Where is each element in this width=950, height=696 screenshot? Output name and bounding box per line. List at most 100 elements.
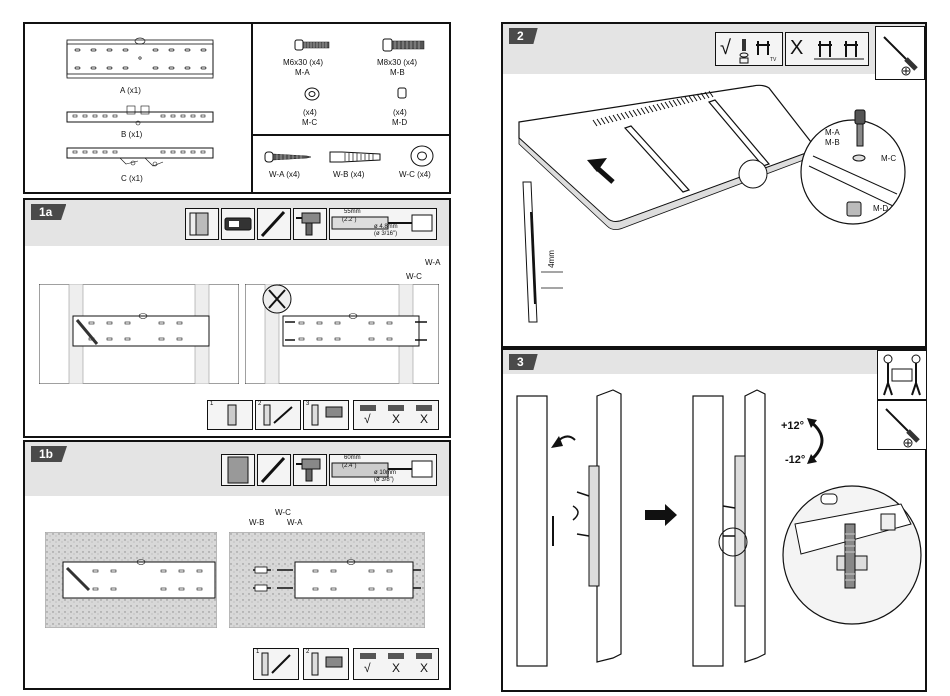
wood-stud-wall-diagram-right xyxy=(245,284,439,384)
wrong-cross-mark: X xyxy=(790,37,803,60)
tv-back-diagram xyxy=(513,82,923,346)
step-1a-number: 1a xyxy=(31,204,66,220)
pencil-icon xyxy=(257,208,291,240)
cross-mark-1a-1: X xyxy=(392,412,400,426)
two-person-lift-icon xyxy=(877,350,927,400)
m-b-size: M8x30 (x4) xyxy=(377,58,417,68)
bracket-c-label: C (x1) xyxy=(121,174,143,184)
bracket-a-illustration xyxy=(63,36,218,84)
label-w-a-1a: W-A xyxy=(425,258,440,268)
hole-check-1b: √ X X xyxy=(353,648,439,680)
substep-1a-3-number: 3 xyxy=(306,401,309,407)
check-mark-1b: √ xyxy=(364,661,371,675)
m-b-code: M-B xyxy=(390,68,405,78)
step-2-panel: 2 √ TV X M-A M-B M-C M-D 4mm xyxy=(501,22,927,348)
bracket-b-label: B (x1) xyxy=(121,130,142,140)
step-3-panel: 3 +12° -12° xyxy=(501,348,927,692)
m-d-count: (x4) xyxy=(393,108,407,118)
stud-sensor-icon xyxy=(221,208,255,240)
cross-mark-1b-2: X xyxy=(420,661,428,675)
parts-panel: A (x1) B (x1) C (x1) xyxy=(23,22,451,194)
step-1b-number: 1b xyxy=(31,446,67,462)
anchor-w-b-icon xyxy=(327,148,383,166)
screw-w-a-icon xyxy=(263,150,313,164)
gap-dimension-4mm: 4mm xyxy=(547,250,557,268)
wrong-screw-choice-icon: X xyxy=(785,32,869,66)
label-m-c-step2: M-C xyxy=(881,154,896,164)
screw-m-b-icon xyxy=(381,37,427,53)
step-3-number: 3 xyxy=(509,354,538,370)
tilt-arrow-icon xyxy=(805,416,833,466)
screwdriver-icon-step-3 xyxy=(877,400,927,450)
drill-bit-spec-icon-1b: 60mm (2.4") ø 10mm (ø 3/8") xyxy=(329,454,437,486)
hardware-m-area: M6x30 (x4) M-A M8x30 (x4) M-B (x4) M-C (… xyxy=(253,24,451,136)
drill-length-1a: 55mm xyxy=(344,209,361,215)
substep-1b-1-number: 1 xyxy=(256,649,259,655)
drill-bit-spec-icon: 55mm (2.2") ø 4.8mm (ø 3/16") xyxy=(329,208,437,240)
drill-diameter-in-1b: (ø 3/8") xyxy=(374,477,394,483)
drill-length-in-1b: (2.4") xyxy=(342,463,356,469)
label-w-b-1b: W-B xyxy=(249,518,264,528)
drill-length-in-1a: (2.2") xyxy=(342,217,356,223)
check-mark-1a: √ xyxy=(364,412,371,426)
drill-diameter-1b: ø 10mm xyxy=(374,470,396,476)
stud-finder-icon xyxy=(185,208,219,240)
concrete-wall-diagram-left xyxy=(45,532,217,628)
w-a-label: W-A (x4) xyxy=(269,170,300,180)
substep-1a-2: 2 xyxy=(255,400,301,430)
correct-screw-choice-icon: √ TV xyxy=(715,32,783,66)
hardware-w-area: W-A (x4) W-B (x4) W-C (x4) xyxy=(253,136,451,192)
screw-m-a-icon xyxy=(293,38,333,52)
substep-1b-2-number: 2 xyxy=(306,649,309,655)
substep-1a-1: 1 xyxy=(207,400,253,430)
label-m-b-step2: M-B xyxy=(825,138,840,148)
step-1a-panel: 1a 55mm (2.2") ø 4.8mm (ø 3/16") xyxy=(23,198,451,438)
pencil-icon-1b xyxy=(257,454,291,486)
correct-check-mark: √ xyxy=(720,37,731,60)
drill-icon xyxy=(293,208,327,240)
mounted-tv-diagram xyxy=(689,386,779,672)
tilt-up-label: +12° xyxy=(781,420,804,432)
wall-tv-hang-diagram xyxy=(513,386,643,672)
bracket-b-illustration xyxy=(65,104,215,130)
label-m-a-step2: M-A xyxy=(825,128,840,138)
washer-m-c-icon xyxy=(303,86,321,102)
substep-1a-3: 3 xyxy=(303,400,349,430)
bracket-a-label: A (x1) xyxy=(120,86,141,96)
m-d-code: M-D xyxy=(392,118,407,128)
label-w-a-1b: W-A xyxy=(287,518,302,528)
bracket-c-illustration xyxy=(65,144,215,172)
cross-mark-1b-1: X xyxy=(392,661,400,675)
label-m-d-step2: M-D xyxy=(873,204,888,214)
brackets-area: A (x1) B (x1) C (x1) xyxy=(25,24,253,192)
hole-check-1a: √ X X xyxy=(353,400,439,430)
substep-1b-1: 1 xyxy=(253,648,299,680)
concrete-wall-diagram-right xyxy=(229,532,425,628)
w-c-label: W-C (x4) xyxy=(399,170,431,180)
drill-icon-1b xyxy=(293,454,327,486)
drill-length-1b: 60mm xyxy=(344,455,361,461)
substep-1b-2: 2 xyxy=(303,648,349,680)
tilt-down-label: -12° xyxy=(785,454,805,466)
m-a-code: M-A xyxy=(295,68,310,78)
m-a-size: M6x30 (x4) xyxy=(283,58,323,68)
step-1b-panel: 1b 60mm (2.4") ø 10mm (ø 3/8") xyxy=(23,440,451,690)
concrete-wall-icon xyxy=(221,454,255,486)
drill-diameter-1a: ø 4.8mm xyxy=(374,224,398,230)
label-w-c-1b: W-C xyxy=(275,508,291,518)
next-step-arrow xyxy=(643,502,679,528)
tilt-knob-detail-circle xyxy=(781,484,923,626)
m-c-code: M-C xyxy=(302,118,317,128)
label-w-c-1a: W-C xyxy=(406,272,422,282)
cross-mark-1a-2: X xyxy=(420,412,428,426)
tv-label-ok: TV xyxy=(770,57,776,63)
substep-1a-1-number: 1 xyxy=(210,401,213,407)
m-c-count: (x4) xyxy=(303,108,317,118)
spacer-m-d-icon xyxy=(395,86,409,100)
wood-stud-wall-diagram-left xyxy=(39,284,239,384)
step-2-number: 2 xyxy=(509,28,538,44)
step-3-header-band xyxy=(503,350,925,374)
w-b-label: W-B (x4) xyxy=(333,170,364,180)
substep-1a-2-number: 2 xyxy=(258,401,261,407)
washer-w-c-icon xyxy=(409,144,435,168)
